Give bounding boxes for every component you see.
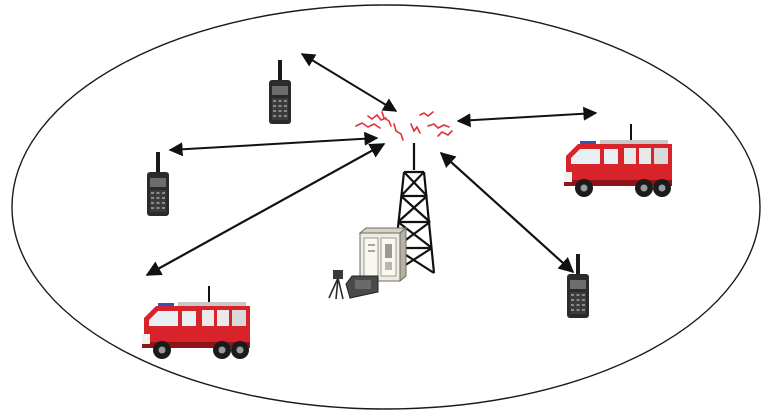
link-hub-truck-left [145,143,386,276]
handheld-radio-icon [147,152,169,216]
link-hub-radio-top [300,53,398,112]
handheld-radio-icon [269,60,291,124]
handheld-radio-icon [567,254,589,318]
link-hub-truck-right [456,106,598,128]
field-radio-unit-icon [328,270,379,300]
fire-truck-icon [564,124,672,197]
link-hub-radio-right [439,151,575,274]
link-arrows [145,53,598,276]
radio-wave-icon [355,111,453,141]
fire-truck-icon [142,286,250,359]
coverage-boundary [11,4,761,410]
link-hub-radio-left [168,131,379,157]
base-station-cabinet-icon [358,226,408,283]
